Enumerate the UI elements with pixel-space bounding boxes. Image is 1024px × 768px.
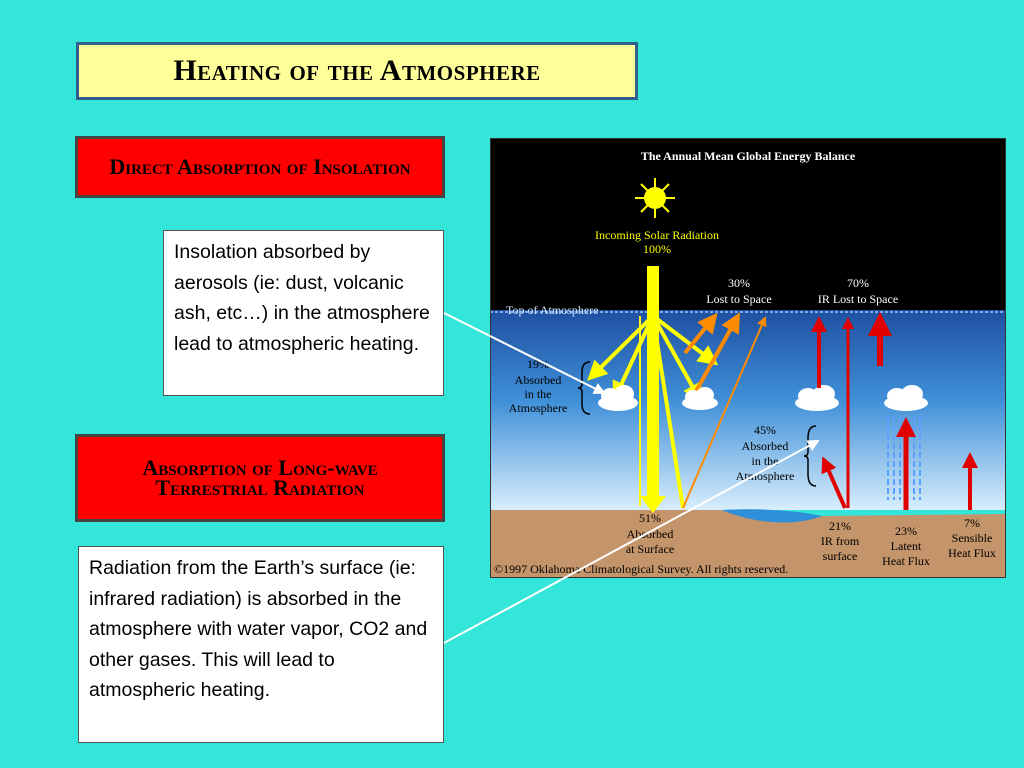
copyright-notice: ©1997 Oklahoma Climatological Survey. Al… bbox=[494, 562, 788, 576]
latent-heat-percent: 23% bbox=[895, 524, 917, 538]
cloud-icon bbox=[795, 385, 839, 411]
ir-lost-percent: 70% bbox=[847, 276, 869, 290]
ir-surface-label-2: surface bbox=[823, 549, 858, 563]
text-box-insolation: Insolation absorbed by aerosols (ie: dus… bbox=[163, 230, 444, 396]
ir-surface-label-1: IR from bbox=[821, 534, 860, 548]
sensible-heat-label-1: Sensible bbox=[952, 531, 993, 545]
absorbed-surface-label-1: Absorbed bbox=[627, 527, 674, 541]
energy-balance-diagram: The Annual Mean Global Energy Balance In… bbox=[490, 138, 1006, 578]
figure-title: The Annual Mean Global Energy Balance bbox=[641, 149, 856, 163]
absorbed-atmosphere2-label-3: Atmosphere bbox=[736, 469, 795, 483]
incoming-solar-label: Incoming Solar Radiation bbox=[595, 228, 719, 242]
text-box-terrestrial-radiation: Radiation from the Earth’s surface (ie: … bbox=[78, 546, 444, 743]
cloud-icon bbox=[598, 385, 638, 411]
absorbed-atmosphere2-label-2: in the bbox=[752, 454, 779, 468]
cloud-icon bbox=[682, 387, 718, 410]
absorbed-atmosphere-percent: 19% bbox=[527, 357, 549, 371]
ir-lost-label: IR Lost to Space bbox=[818, 292, 898, 306]
rain-cloud-icon bbox=[884, 385, 928, 411]
latent-heat-label-2: Heat Flux bbox=[882, 554, 930, 568]
absorbed-atmosphere2-percent: 45% bbox=[754, 423, 776, 437]
sensible-heat-percent: 7% bbox=[964, 516, 980, 530]
section-heading-direct-absorption: Direct Absorption of Insolation bbox=[75, 136, 445, 198]
absorbed-atmosphere-label-1: Absorbed bbox=[515, 373, 562, 387]
slide-title: Heating of the Atmosphere bbox=[76, 42, 638, 100]
absorbed-surface-percent: 51% bbox=[639, 511, 661, 525]
absorbed-atmosphere-label-3: Atmosphere bbox=[509, 401, 568, 415]
lost-to-space-percent: 30% bbox=[728, 276, 750, 290]
lost-to-space-label: Lost to Space bbox=[706, 292, 771, 306]
sensible-heat-label-2: Heat Flux bbox=[948, 546, 996, 560]
section-heading-longwave-absorption: Absorption of Long-wave Terrestrial Radi… bbox=[75, 434, 445, 522]
sun-icon bbox=[635, 178, 675, 218]
incoming-solar-beam bbox=[647, 266, 659, 506]
ir-surface-percent: 21% bbox=[829, 519, 851, 533]
absorbed-surface-label-2: at Surface bbox=[626, 542, 674, 556]
absorbed-atmosphere-label-2: in the bbox=[525, 387, 552, 401]
latent-heat-label-1: Latent bbox=[891, 539, 922, 553]
top-of-atmosphere-label: Top of Atmosphere bbox=[506, 303, 598, 317]
incoming-solar-percent: 100% bbox=[643, 242, 671, 256]
absorbed-atmosphere2-label-1: Absorbed bbox=[742, 439, 789, 453]
infrared-arrows bbox=[811, 312, 978, 510]
space-background bbox=[490, 138, 1006, 313]
